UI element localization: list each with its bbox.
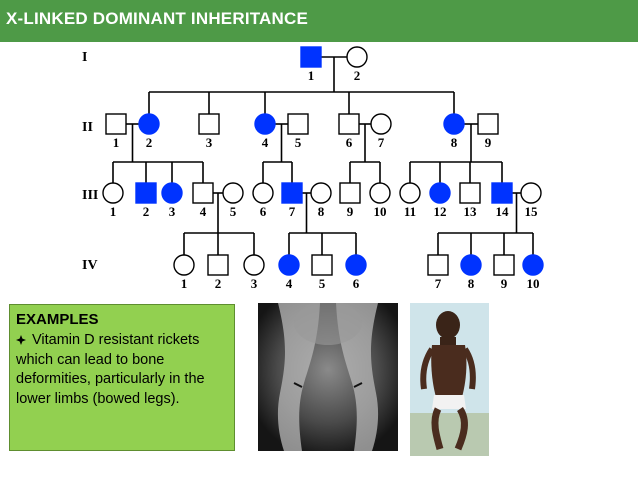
examples-text: Vitamin D resistant rickets which can le… xyxy=(16,332,205,407)
unaffected-female-symbol xyxy=(173,254,195,276)
unaffected-female-symbol xyxy=(243,254,265,276)
unaffected-male-symbol xyxy=(311,254,333,276)
individual-number: 2 xyxy=(146,135,153,150)
individual-number: 15 xyxy=(525,204,539,219)
individual-number: 1 xyxy=(113,135,120,150)
generation-label-II: II xyxy=(82,120,93,135)
unaffected-female-symbol xyxy=(252,182,274,204)
generation-label-IV: IV xyxy=(82,258,98,273)
individual-number: 4 xyxy=(286,276,293,291)
individual-number: 9 xyxy=(501,276,508,291)
individual-number: 5 xyxy=(230,204,237,219)
diamond-bullet-icon xyxy=(16,335,26,346)
unaffected-male-symbol xyxy=(198,113,220,135)
unaffected-male-symbol xyxy=(338,113,360,135)
individual-number: 10 xyxy=(527,276,540,291)
individual-number: 2 xyxy=(354,68,361,83)
individual-number: 12 xyxy=(434,204,447,219)
affected-female-symbol xyxy=(429,182,451,204)
unaffected-female-symbol xyxy=(369,182,391,204)
affected-female-symbol xyxy=(345,254,367,276)
title-banner: X-LINKED DOMINANT INHERITANCE xyxy=(0,0,638,42)
unaffected-male-symbol xyxy=(477,113,499,135)
individual-number: 2 xyxy=(215,276,222,291)
individual-number: 1 xyxy=(308,68,315,83)
individual-number: 7 xyxy=(378,135,385,150)
slide-title: X-LINKED DOMINANT INHERITANCE xyxy=(6,9,309,28)
individual-number: 4 xyxy=(200,204,207,219)
examples-text-block: Vitamin D resistant rickets which can le… xyxy=(16,331,230,409)
affected-female-symbol xyxy=(460,254,482,276)
examples-box: EXAMPLES Vitamin D resistant rickets whi… xyxy=(9,304,235,451)
affected-male-symbol xyxy=(135,182,157,204)
individual-number: 5 xyxy=(319,276,326,291)
individual-number: 8 xyxy=(468,276,475,291)
unaffected-male-symbol xyxy=(105,113,127,135)
unaffected-male-symbol xyxy=(339,182,361,204)
child-photo xyxy=(410,303,489,456)
individual-number: 9 xyxy=(347,204,354,219)
unaffected-male-symbol xyxy=(192,182,214,204)
unaffected-female-symbol xyxy=(399,182,421,204)
individual-number: 10 xyxy=(374,204,387,219)
affected-female-symbol xyxy=(278,254,300,276)
individual-number: 3 xyxy=(251,276,258,291)
affected-female-symbol xyxy=(161,182,183,204)
affected-female-symbol xyxy=(254,113,276,135)
individual-number: 7 xyxy=(289,204,296,219)
generation-label-III: III xyxy=(82,188,98,203)
unaffected-female-symbol xyxy=(102,182,124,204)
individual-number: 3 xyxy=(169,204,176,219)
affected-female-symbol xyxy=(443,113,465,135)
unaffected-male-symbol xyxy=(287,113,309,135)
generation-label-I: I xyxy=(82,50,87,65)
individual-number: 8 xyxy=(451,135,458,150)
unaffected-male-symbol xyxy=(427,254,449,276)
unaffected-male-symbol xyxy=(207,254,229,276)
individual-number: 6 xyxy=(353,276,360,291)
unaffected-female-symbol xyxy=(310,182,332,204)
affected-female-symbol xyxy=(138,113,160,135)
individual-number: 6 xyxy=(346,135,353,150)
individual-number: 3 xyxy=(206,135,213,150)
affected-male-symbol xyxy=(491,182,513,204)
individual-number: 8 xyxy=(318,204,325,219)
individual-number: 11 xyxy=(404,204,416,219)
individual-number: 1 xyxy=(181,276,188,291)
affected-male-symbol xyxy=(300,46,322,68)
unaffected-female-symbol xyxy=(346,46,368,68)
examples-heading: EXAMPLES xyxy=(16,311,99,328)
individual-number: 4 xyxy=(262,135,269,150)
affected-female-symbol xyxy=(522,254,544,276)
unaffected-female-symbol xyxy=(520,182,542,204)
affected-male-symbol xyxy=(281,182,303,204)
individual-number: 6 xyxy=(260,204,267,219)
individual-number: 9 xyxy=(485,135,492,150)
individual-number: 13 xyxy=(464,204,478,219)
individual-number: 2 xyxy=(143,204,150,219)
unaffected-female-symbol xyxy=(222,182,244,204)
individual-number: 5 xyxy=(295,135,302,150)
unaffected-male-symbol xyxy=(459,182,481,204)
xray-image xyxy=(258,303,398,451)
individual-number: 14 xyxy=(496,204,510,219)
unaffected-male-symbol xyxy=(493,254,515,276)
individual-number: 1 xyxy=(110,204,117,219)
unaffected-female-symbol xyxy=(370,113,392,135)
individual-number: 7 xyxy=(435,276,442,291)
